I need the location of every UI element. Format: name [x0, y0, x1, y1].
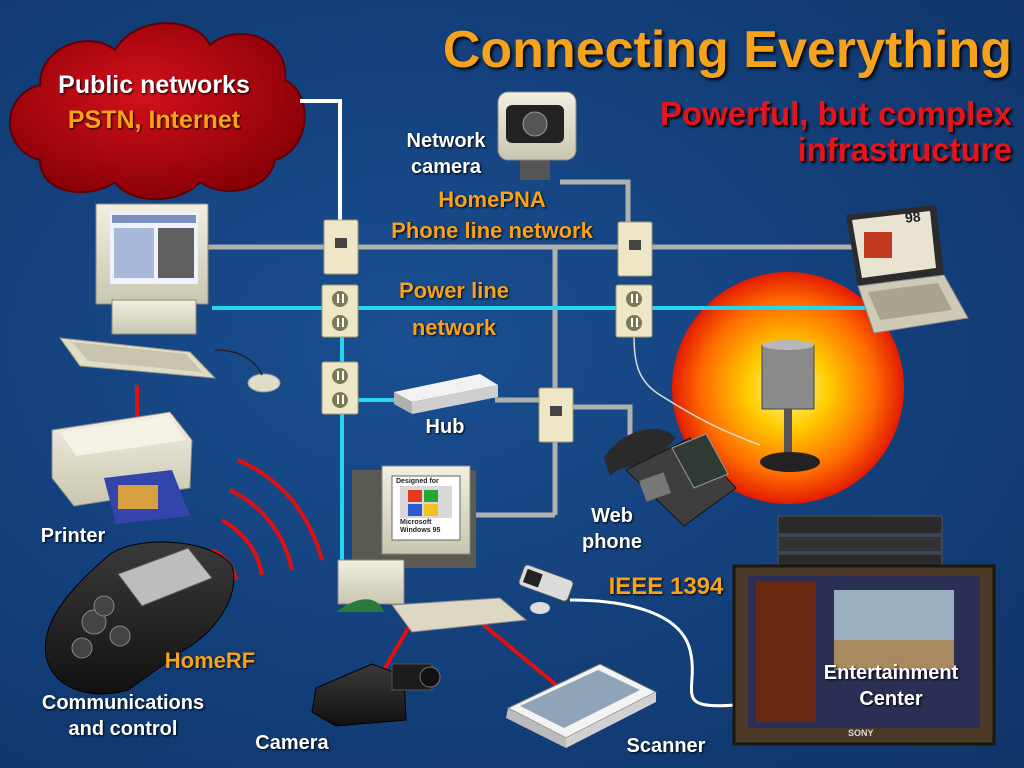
windows-logo-text: Designed for — [396, 478, 439, 486]
phone-jack-1 — [323, 219, 359, 275]
homepna-line-1: HomePNA — [438, 187, 546, 212]
internet-cable — [300, 99, 342, 230]
power-outlet-3 — [321, 361, 359, 415]
slide-subtitle: Powerful, but complex infrastructure — [660, 96, 1012, 167]
hub-label: Hub — [425, 416, 465, 438]
tv-brand: SONY — [848, 728, 874, 738]
network-camera-label: Network camera — [390, 128, 502, 180]
homerf-label: HomeRF — [164, 648, 256, 673]
homerf-waves — [211, 458, 324, 581]
comms-line-2: and control — [68, 718, 178, 740]
pda-remote-icon — [44, 541, 235, 695]
powerline-label: Power line network — [380, 272, 528, 347]
center-pc-icon — [336, 465, 550, 633]
network-camera-line-1: Network — [406, 130, 486, 152]
tv-icon — [732, 564, 996, 746]
web-phone-label: Web phone — [568, 503, 656, 555]
entertainment-line-1: Entertainment — [823, 662, 959, 684]
entertainment-line-2: Center — [859, 688, 923, 710]
cloud-label: Public networks PSTN, Internet — [24, 68, 284, 137]
comms-control-label: Communications and control — [18, 690, 228, 742]
phone-jack-3 — [538, 387, 574, 443]
phone-jack-2 — [617, 221, 653, 277]
powerline-line-1: Power line — [398, 278, 510, 303]
comms-line-1: Communications — [41, 692, 205, 714]
power-outlet-1 — [321, 284, 359, 338]
ieee1394-label: IEEE 1394 — [608, 573, 724, 600]
homepna-line-2: Phone line network — [391, 217, 593, 243]
subtitle-line-1: Powerful, but complex — [659, 95, 1012, 132]
logo-line-3: Windows 95 — [400, 526, 441, 534]
scanner-label: Scanner — [626, 735, 706, 757]
web-phone-icon — [604, 428, 737, 527]
windows-logo-text-2: Microsoft Windows 95 — [400, 519, 440, 534]
web-phone-line-1: Web — [591, 505, 633, 527]
public-network-cloud — [9, 22, 306, 201]
desktop-pc-icon — [58, 203, 281, 393]
laptop-icon — [846, 205, 969, 334]
ieee1394-connector-icon — [518, 564, 574, 602]
subtitle-line-2: infrastructure — [797, 130, 1012, 168]
homepna-label: HomePNA Phone line network — [368, 185, 616, 247]
power-outlet-2 — [615, 284, 653, 338]
logo-line-2: Microsoft — [400, 519, 432, 526]
powerline-line-2: network — [411, 315, 497, 341]
logo-line-1: Designed for — [396, 478, 439, 485]
hub-icon — [394, 374, 498, 414]
scanner-icon — [506, 663, 658, 748]
camera-label: Camera — [255, 732, 329, 754]
printer-icon — [51, 411, 193, 524]
cloud-line-2: PSTN, Internet — [67, 105, 241, 134]
network-camera-line-2: camera — [410, 156, 482, 178]
wired-links — [135, 385, 562, 690]
slide-title: Connecting Everything — [442, 21, 1012, 79]
laptop-badge: 98 — [904, 208, 922, 226]
camcorder-icon — [311, 663, 441, 727]
network-camera-icon — [497, 91, 577, 180]
lamp-icon — [760, 340, 820, 472]
entertainment-label: Entertainment Center — [806, 660, 976, 712]
printer-label: Printer — [40, 525, 106, 547]
ieee1394-cable — [569, 598, 736, 708]
av-equipment-icon — [777, 515, 943, 569]
cloud-line-1: Public networks — [58, 71, 250, 99]
web-phone-line-2: phone — [582, 531, 642, 553]
